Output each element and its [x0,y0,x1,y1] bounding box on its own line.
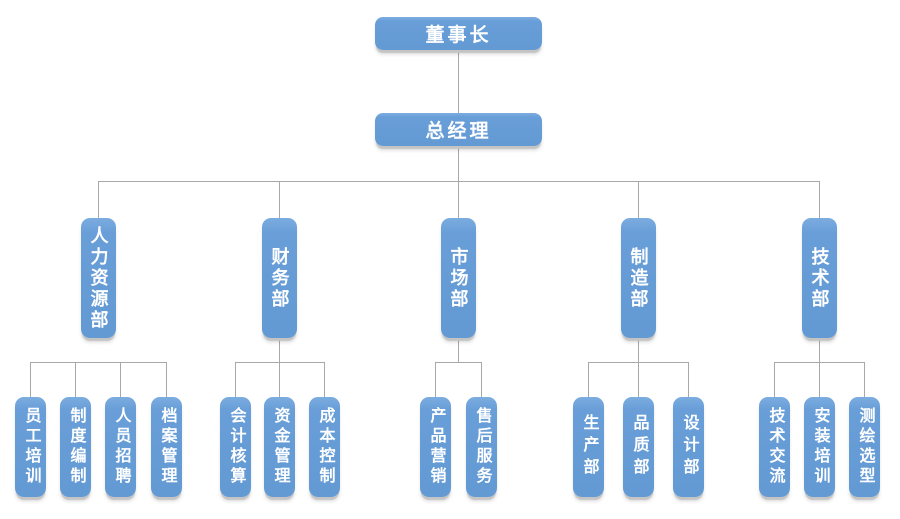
connector-line [279,338,280,362]
sub-node-accounting: 会计核算 [220,397,251,497]
connector-line [235,362,236,397]
connector-line [235,362,325,363]
connector-line [864,362,865,397]
sub-node-surveying-selection: 测绘选型 [849,397,880,497]
sub-node-installation-training: 安装培训 [804,397,835,497]
connector-line [279,181,280,218]
sub-node-personnel-recruitment: 人员招聘 [105,397,136,497]
connector-line [458,338,459,362]
sub-node-production-dept: 生产部 [573,397,604,497]
sub-node-technical-exchange: 技术交流 [759,397,790,497]
connector-line [98,181,99,218]
connector-line [435,362,482,363]
connector-line [435,362,436,397]
connector-line [120,362,121,397]
connector-line [458,50,459,113]
connector-line [638,338,639,362]
sub-node-after-sales-service: 售后服务 [466,397,497,497]
sub-node-system-compilation: 制度编制 [60,397,91,497]
sub-node-archives-management: 档案管理 [151,397,182,497]
org-node-chairman: 董事长 [375,17,542,50]
connector-line [638,181,639,218]
connector-line [458,146,459,181]
connector-line [30,362,31,397]
connector-line [481,362,482,397]
connector-line [774,362,775,397]
dept-node-finance: 财务部 [262,218,297,338]
connector-line [638,362,639,397]
sub-node-fund-management: 资金管理 [264,397,295,497]
connector-line [166,362,167,397]
connector-line [458,181,459,218]
connector-line [588,362,589,397]
sub-node-cost-control: 成本控制 [309,397,340,497]
connector-line [688,362,689,397]
connector-line [819,338,820,362]
dept-node-technology: 技术部 [802,218,837,338]
connector-line [30,362,167,363]
sub-node-employee-training: 员工培训 [15,397,46,497]
connector-line [279,362,280,397]
connector-line [75,362,76,397]
connector-line [819,181,820,218]
dept-node-manufacturing: 制造部 [621,218,656,338]
connector-line [324,362,325,397]
org-node-general-manager: 总经理 [375,113,542,146]
connector-line [98,181,820,182]
sub-node-quality-dept: 品质部 [623,397,654,497]
dept-node-marketing: 市场部 [441,218,476,338]
dept-node-human-resources: 人力资源部 [81,218,116,338]
sub-node-product-marketing: 产品营销 [420,397,451,497]
sub-node-design-dept: 设计部 [673,397,704,497]
connector-line [819,362,820,397]
